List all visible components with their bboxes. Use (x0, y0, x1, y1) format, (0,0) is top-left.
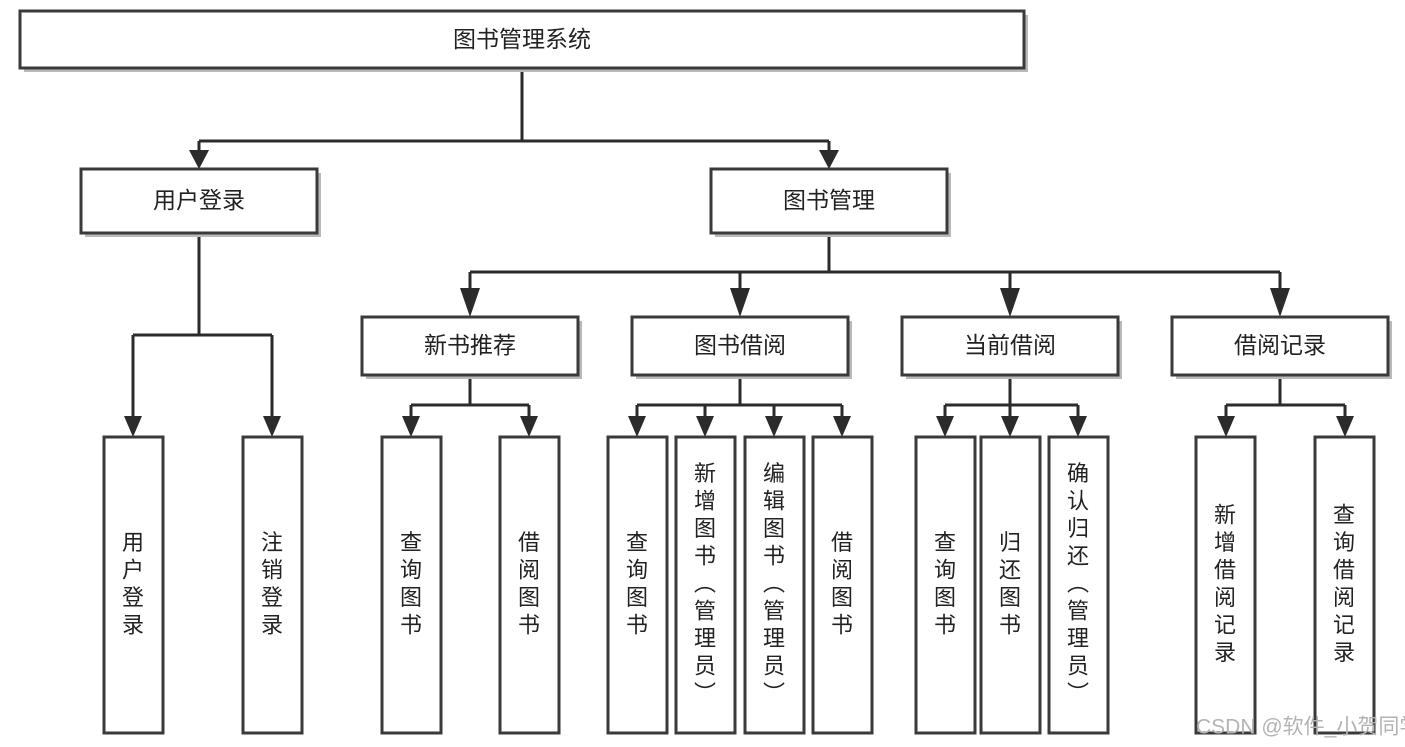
node-leaf-user-logout[interactable]: 注销登录 (241, 435, 304, 735)
node-leaf-user-login-label: 用户登录 (122, 530, 144, 638)
node-leaf-query-book-1[interactable]: 查询图书 (380, 435, 443, 735)
node-borrow-record-label: 借阅记录 (1234, 332, 1326, 358)
node-user-login-box[interactable] (79, 167, 319, 235)
arrow-to-leaf-query-book-1-icon (402, 416, 420, 437)
node-book-borrow-label: 图书借阅 (694, 332, 786, 358)
node-leaf-add-record[interactable]: 新增借阅记录 (1194, 435, 1257, 735)
node-borrow-record-box[interactable] (1170, 315, 1390, 377)
arrow-to-leaf-user-login-icon (124, 416, 142, 437)
node-leaf-borrow-book-1[interactable]: 借阅图书 (498, 435, 561, 735)
node-root-box[interactable] (18, 9, 1026, 70)
node-borrow-record[interactable]: 借阅记录 (1170, 315, 1392, 379)
node-leaf-query-book-1-label: 查询图书 (400, 530, 422, 638)
connector-layer (124, 68, 1354, 437)
node-book-management-box[interactable] (709, 167, 949, 235)
node-leaf-return-book-label: 归还图书 (999, 530, 1021, 638)
node-leaf-query-book-2-box[interactable] (606, 435, 669, 735)
node-leaf-borrow-book-2-box[interactable] (811, 435, 874, 735)
node-new-book-recommend[interactable]: 新书推荐 (360, 315, 582, 379)
node-leaf-borrow-book-2[interactable]: 借阅图书 (811, 435, 874, 735)
arrow-to-leaf-edit-book-icon (765, 416, 783, 437)
arrow-to-leaf-add-book-icon (696, 416, 714, 437)
node-book-management-label: 图书管理 (783, 187, 875, 213)
node-root[interactable]: 图书管理系统 (18, 9, 1028, 72)
node-user-login[interactable]: 用户登录 (79, 167, 321, 237)
arrow-to-leaf-add-record-icon (1217, 416, 1235, 437)
node-leaf-query-book-3-box[interactable] (914, 435, 977, 735)
node-leaf-add-book-label: 新增图书︵管理员︶ (694, 461, 716, 706)
node-leaf-query-book-1-box[interactable] (380, 435, 443, 735)
node-leaf-borrow-book-2-label: 借阅图书 (831, 530, 853, 638)
node-leaf-edit-book[interactable]: 编辑图书︵管理员︶ (743, 435, 806, 735)
arrow-to-current-borrow-icon (1000, 288, 1020, 317)
node-leaf-add-record-label: 新增借阅记录 (1214, 502, 1236, 665)
node-leaf-borrow-book-1-box[interactable] (498, 435, 561, 735)
arrow-to-user-login-icon (189, 150, 209, 169)
node-current-borrow[interactable]: 当前借阅 (900, 315, 1122, 379)
node-leaf-user-login-box[interactable] (102, 435, 165, 735)
node-leaf-confirm-return-label: 确认归还︵管理员︶ (1067, 461, 1089, 706)
arrow-to-leaf-query-record-icon (1336, 416, 1354, 437)
node-book-management[interactable]: 图书管理 (709, 167, 951, 237)
watermark-label: CSDN @软件_小贺同学 (1196, 716, 1405, 739)
node-leaf-edit-book-box[interactable] (743, 435, 806, 735)
node-leaf-edit-book-label: 编辑图书︵管理员︶ (763, 461, 785, 706)
node-new-book-recommend-box[interactable] (360, 315, 580, 377)
arrow-to-leaf-query-book-3-icon (936, 416, 954, 437)
node-user-login-label: 用户登录 (153, 187, 245, 213)
arrow-to-leaf-return-book-icon (1001, 416, 1019, 437)
node-leaf-user-login[interactable]: 用户登录 (102, 435, 165, 735)
arrow-to-leaf-query-book-2-icon (628, 416, 646, 437)
node-book-borrow-box[interactable] (630, 315, 850, 377)
node-leaf-return-book[interactable]: 归还图书 (979, 435, 1042, 735)
node-leaf-query-book-3[interactable]: 查询图书 (914, 435, 977, 735)
node-root-label: 图书管理系统 (453, 26, 591, 52)
node-leaf-user-logout-label: 注销登录 (261, 530, 283, 638)
arrow-to-book-borrow-icon (730, 288, 750, 317)
node-leaf-query-record-label: 查询借阅记录 (1333, 502, 1355, 665)
arrow-to-book-management-icon (819, 150, 839, 169)
node-leaf-add-record-box[interactable] (1194, 435, 1257, 735)
arrow-to-leaf-user-logout-icon (263, 416, 281, 437)
node-book-borrow[interactable]: 图书借阅 (630, 315, 852, 379)
node-leaf-confirm-return[interactable]: 确认归还︵管理员︶ (1047, 435, 1110, 735)
node-leaf-query-book-2[interactable]: 查询图书 (606, 435, 669, 735)
node-leaf-query-record[interactable]: 查询借阅记录 (1313, 435, 1376, 735)
arrow-to-new-book-recommend-icon (460, 288, 480, 317)
node-leaf-return-book-box[interactable] (979, 435, 1042, 735)
arrow-to-leaf-borrow-book-2-icon (833, 416, 851, 437)
node-leaf-confirm-return-box[interactable] (1047, 435, 1110, 735)
arrow-to-leaf-confirm-return-icon (1069, 416, 1087, 437)
node-current-borrow-box[interactable] (900, 315, 1120, 377)
node-new-book-recommend-label: 新书推荐 (424, 332, 516, 358)
arrow-to-leaf-borrow-book-1-icon (520, 416, 538, 437)
node-leaf-user-logout-box[interactable] (241, 435, 304, 735)
node-leaf-query-book-3-label: 查询图书 (934, 530, 956, 638)
node-current-borrow-label: 当前借阅 (964, 332, 1056, 358)
node-leaf-add-book-box[interactable] (674, 435, 737, 735)
node-leaf-query-record-box[interactable] (1313, 435, 1376, 735)
node-leaf-add-book[interactable]: 新增图书︵管理员︶ (674, 435, 737, 735)
node-leaf-query-book-2-label: 查询图书 (626, 530, 648, 638)
arrow-to-borrow-record-icon (1270, 288, 1290, 317)
node-leaf-borrow-book-1-label: 借阅图书 (518, 530, 540, 638)
